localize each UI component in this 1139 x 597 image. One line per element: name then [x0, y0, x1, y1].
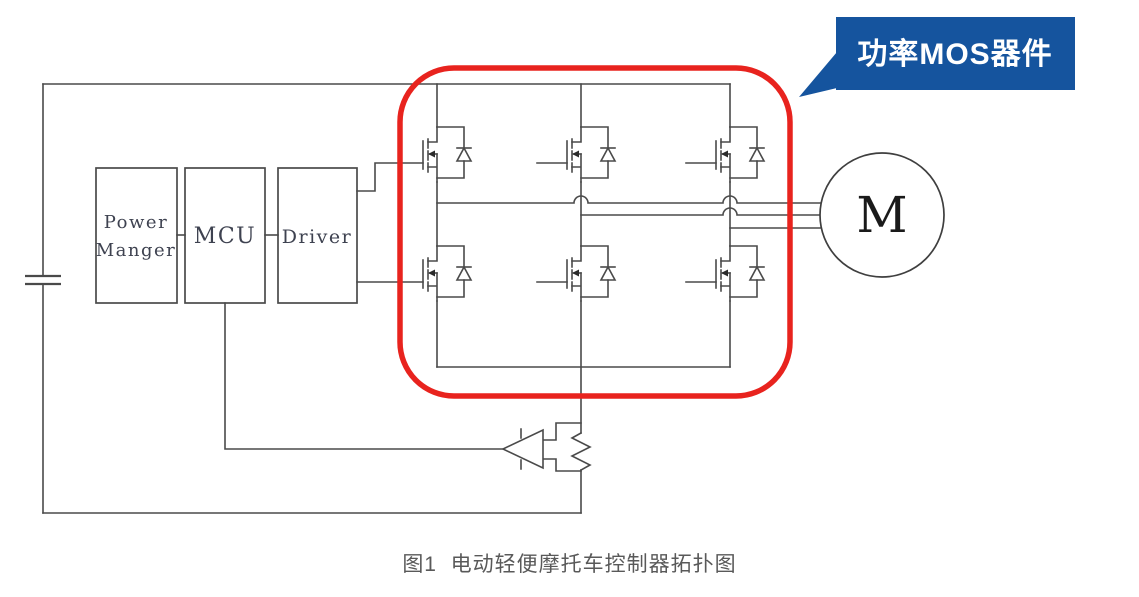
mosfet-bridge: [422, 126, 766, 302]
power-manager-label-line1: Power: [104, 212, 168, 233]
motor-symbol: M: [819, 152, 945, 278]
driver-label: Driver: [282, 226, 352, 248]
callout-box: [836, 17, 1075, 90]
figure-caption: 图1 电动轻便摩托车控制器拓扑图: [402, 553, 737, 576]
driver-to-highside-gate-wire: [356, 162, 424, 192]
power-mos-callout: 功率MOS器件: [799, 17, 1075, 97]
bridge-leg-wires: [436, 83, 731, 514]
power-mosfet-q3-icon: [685, 126, 766, 183]
motor-label: M: [856, 186, 907, 244]
dc-bus-wires: [25, 83, 731, 514]
mcu-block: MCU: [184, 167, 266, 304]
phase-b-output-wire: [580, 207, 821, 216]
capacitor-icon: [25, 274, 61, 286]
amp-input-top-wire: [542, 422, 582, 441]
feedback-to-mcu-wire: [224, 302, 504, 450]
motor-circle: [819, 152, 945, 278]
power-manager-label-line2: Manger: [96, 240, 177, 261]
power-mosfet-q6-icon: [685, 245, 766, 302]
power-mosfet-q5-icon: [536, 245, 617, 302]
callout-label: 功率MOS器件: [857, 38, 1052, 71]
power-manager-block: Power Manger: [95, 167, 178, 304]
phase-output-wires: [436, 195, 821, 229]
opamp-icon: [501, 428, 544, 470]
callout-pointer-icon: [799, 52, 837, 97]
power-mosfet-q4-icon: [422, 245, 473, 302]
power-mosfet-q1-icon: [422, 126, 473, 183]
amp-input-bottom-wire: [542, 458, 582, 472]
shunt-resistor-icon: [570, 431, 592, 472]
current-sense-section: [224, 302, 592, 472]
mcu-label: MCU: [194, 224, 256, 249]
phase-a-output-wire: [436, 195, 821, 204]
power-mos-highlight-frame: [397, 65, 793, 399]
power-mosfet-q2-icon: [536, 126, 617, 183]
power-manager-box: [95, 167, 178, 304]
driver-block: Driver: [277, 167, 358, 304]
